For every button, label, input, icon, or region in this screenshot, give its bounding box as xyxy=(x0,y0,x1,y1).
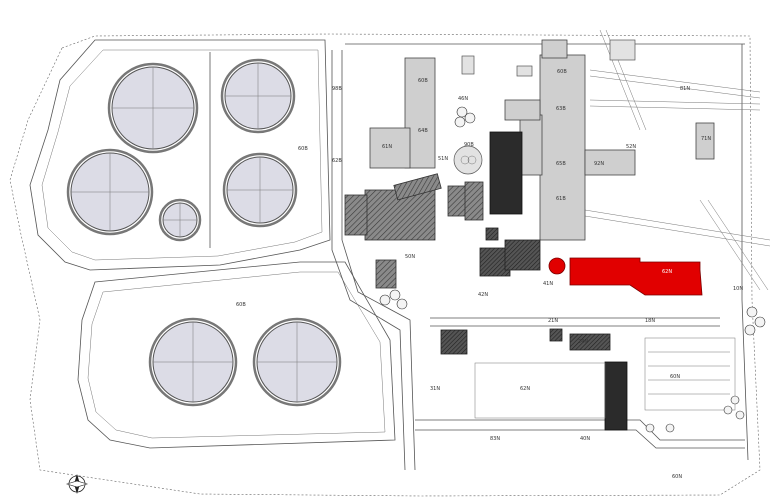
building-b8 xyxy=(516,65,533,77)
road-east xyxy=(741,44,749,461)
tree-cluster-4 xyxy=(645,395,745,433)
building-hatched-5 xyxy=(464,181,484,221)
building-b3 xyxy=(519,114,543,176)
building-black-1 xyxy=(489,131,523,215)
road-south-2 xyxy=(415,429,745,449)
building-b4 xyxy=(504,99,541,121)
building-hatched-2 xyxy=(344,194,368,236)
building-b7 xyxy=(609,39,636,61)
label-b10: 50N xyxy=(405,254,415,260)
conveyor-10 xyxy=(707,199,769,291)
label-b9: 61B xyxy=(556,196,566,202)
building-hatched-6 xyxy=(375,259,397,289)
lot-south xyxy=(474,362,606,419)
building-b9 xyxy=(461,55,475,75)
label-b7: 63B xyxy=(556,106,566,112)
label-b4: 61N xyxy=(382,144,392,150)
building-b2 xyxy=(369,127,411,169)
label-b15: 60N xyxy=(670,374,680,380)
road-west-2 xyxy=(341,50,416,471)
conveyor-8 xyxy=(584,215,771,247)
tank-farm-wall-upper-inner xyxy=(41,49,323,261)
label-b22: 24N xyxy=(578,339,588,345)
tank-4 xyxy=(222,152,298,228)
label-b26: 40N xyxy=(580,436,590,442)
tree-cluster-2 xyxy=(379,289,408,310)
round-structure xyxy=(453,145,483,175)
label-b8: 65B xyxy=(556,161,566,167)
tank-1 xyxy=(107,62,199,154)
building-red-1 xyxy=(569,257,703,296)
tank-6 xyxy=(148,317,238,407)
label-b21: 52N xyxy=(626,144,636,150)
tank-3 xyxy=(66,148,154,236)
tank-farm-wall-lower-inner xyxy=(87,271,386,439)
label-b14: 62N xyxy=(520,386,530,392)
label-b5: 64B xyxy=(418,128,428,134)
label-b16: 71N xyxy=(701,136,711,142)
label-b13: 31N xyxy=(430,386,440,392)
label-b2: 62B xyxy=(332,158,342,164)
label-b18: 46N xyxy=(458,96,468,102)
conveyor-4 xyxy=(589,75,761,99)
parking-lot xyxy=(644,337,736,411)
label-b12: 62N xyxy=(662,269,672,275)
conveyor-9 xyxy=(699,199,761,291)
label-b3: 98B xyxy=(332,86,342,92)
label-tank-area-1: 60B xyxy=(298,146,308,152)
label-b25: 83N xyxy=(490,436,500,442)
building-hatched-11 xyxy=(504,239,541,271)
label-b30: 81N xyxy=(680,86,690,92)
tank-5 xyxy=(158,198,202,242)
tree-cluster-3 xyxy=(744,306,766,336)
label-b19: 51N xyxy=(438,156,448,162)
label-b11: 41N xyxy=(543,281,553,287)
building-b5 xyxy=(584,149,636,176)
label-b20: 92N xyxy=(594,161,604,167)
building-hatched-12 xyxy=(485,227,499,241)
conveyor-5 xyxy=(589,99,761,105)
building-main-hall-top xyxy=(541,39,568,59)
label-b6: 60B xyxy=(557,69,567,75)
label-b28: 10N xyxy=(733,286,743,292)
conveyor-6 xyxy=(589,105,761,111)
tank-7 xyxy=(252,317,342,407)
building-red-2 xyxy=(548,257,566,275)
label-b27: 18N xyxy=(645,318,655,324)
tank-farm-wall-lower xyxy=(77,261,396,449)
building-hatched-9 xyxy=(549,328,563,342)
building-main-hall xyxy=(539,54,586,241)
label-b24: 60N xyxy=(672,474,682,480)
building-hatched-8 xyxy=(569,333,611,351)
tree-cluster-1 xyxy=(454,106,476,128)
building-hatched-3 xyxy=(393,173,442,201)
north-arrow-icon xyxy=(65,474,89,494)
tank-2 xyxy=(220,58,296,134)
label-b23: 21N xyxy=(548,318,558,324)
parking-stalls xyxy=(648,351,730,395)
label-tank-area-2: 60B xyxy=(236,302,246,308)
conveyor-3 xyxy=(589,69,761,93)
building-b6 xyxy=(695,122,715,160)
building-black-2 xyxy=(604,361,628,431)
label-b17: 90B xyxy=(464,142,474,148)
tank-farm-wall-upper xyxy=(29,39,331,271)
label-b29: 42N xyxy=(478,292,488,298)
road-west xyxy=(331,50,406,471)
label-b1: 60B xyxy=(418,78,428,84)
building-hatched-7 xyxy=(440,329,468,355)
conveyor-7 xyxy=(584,209,771,241)
site-boundary xyxy=(9,33,761,497)
